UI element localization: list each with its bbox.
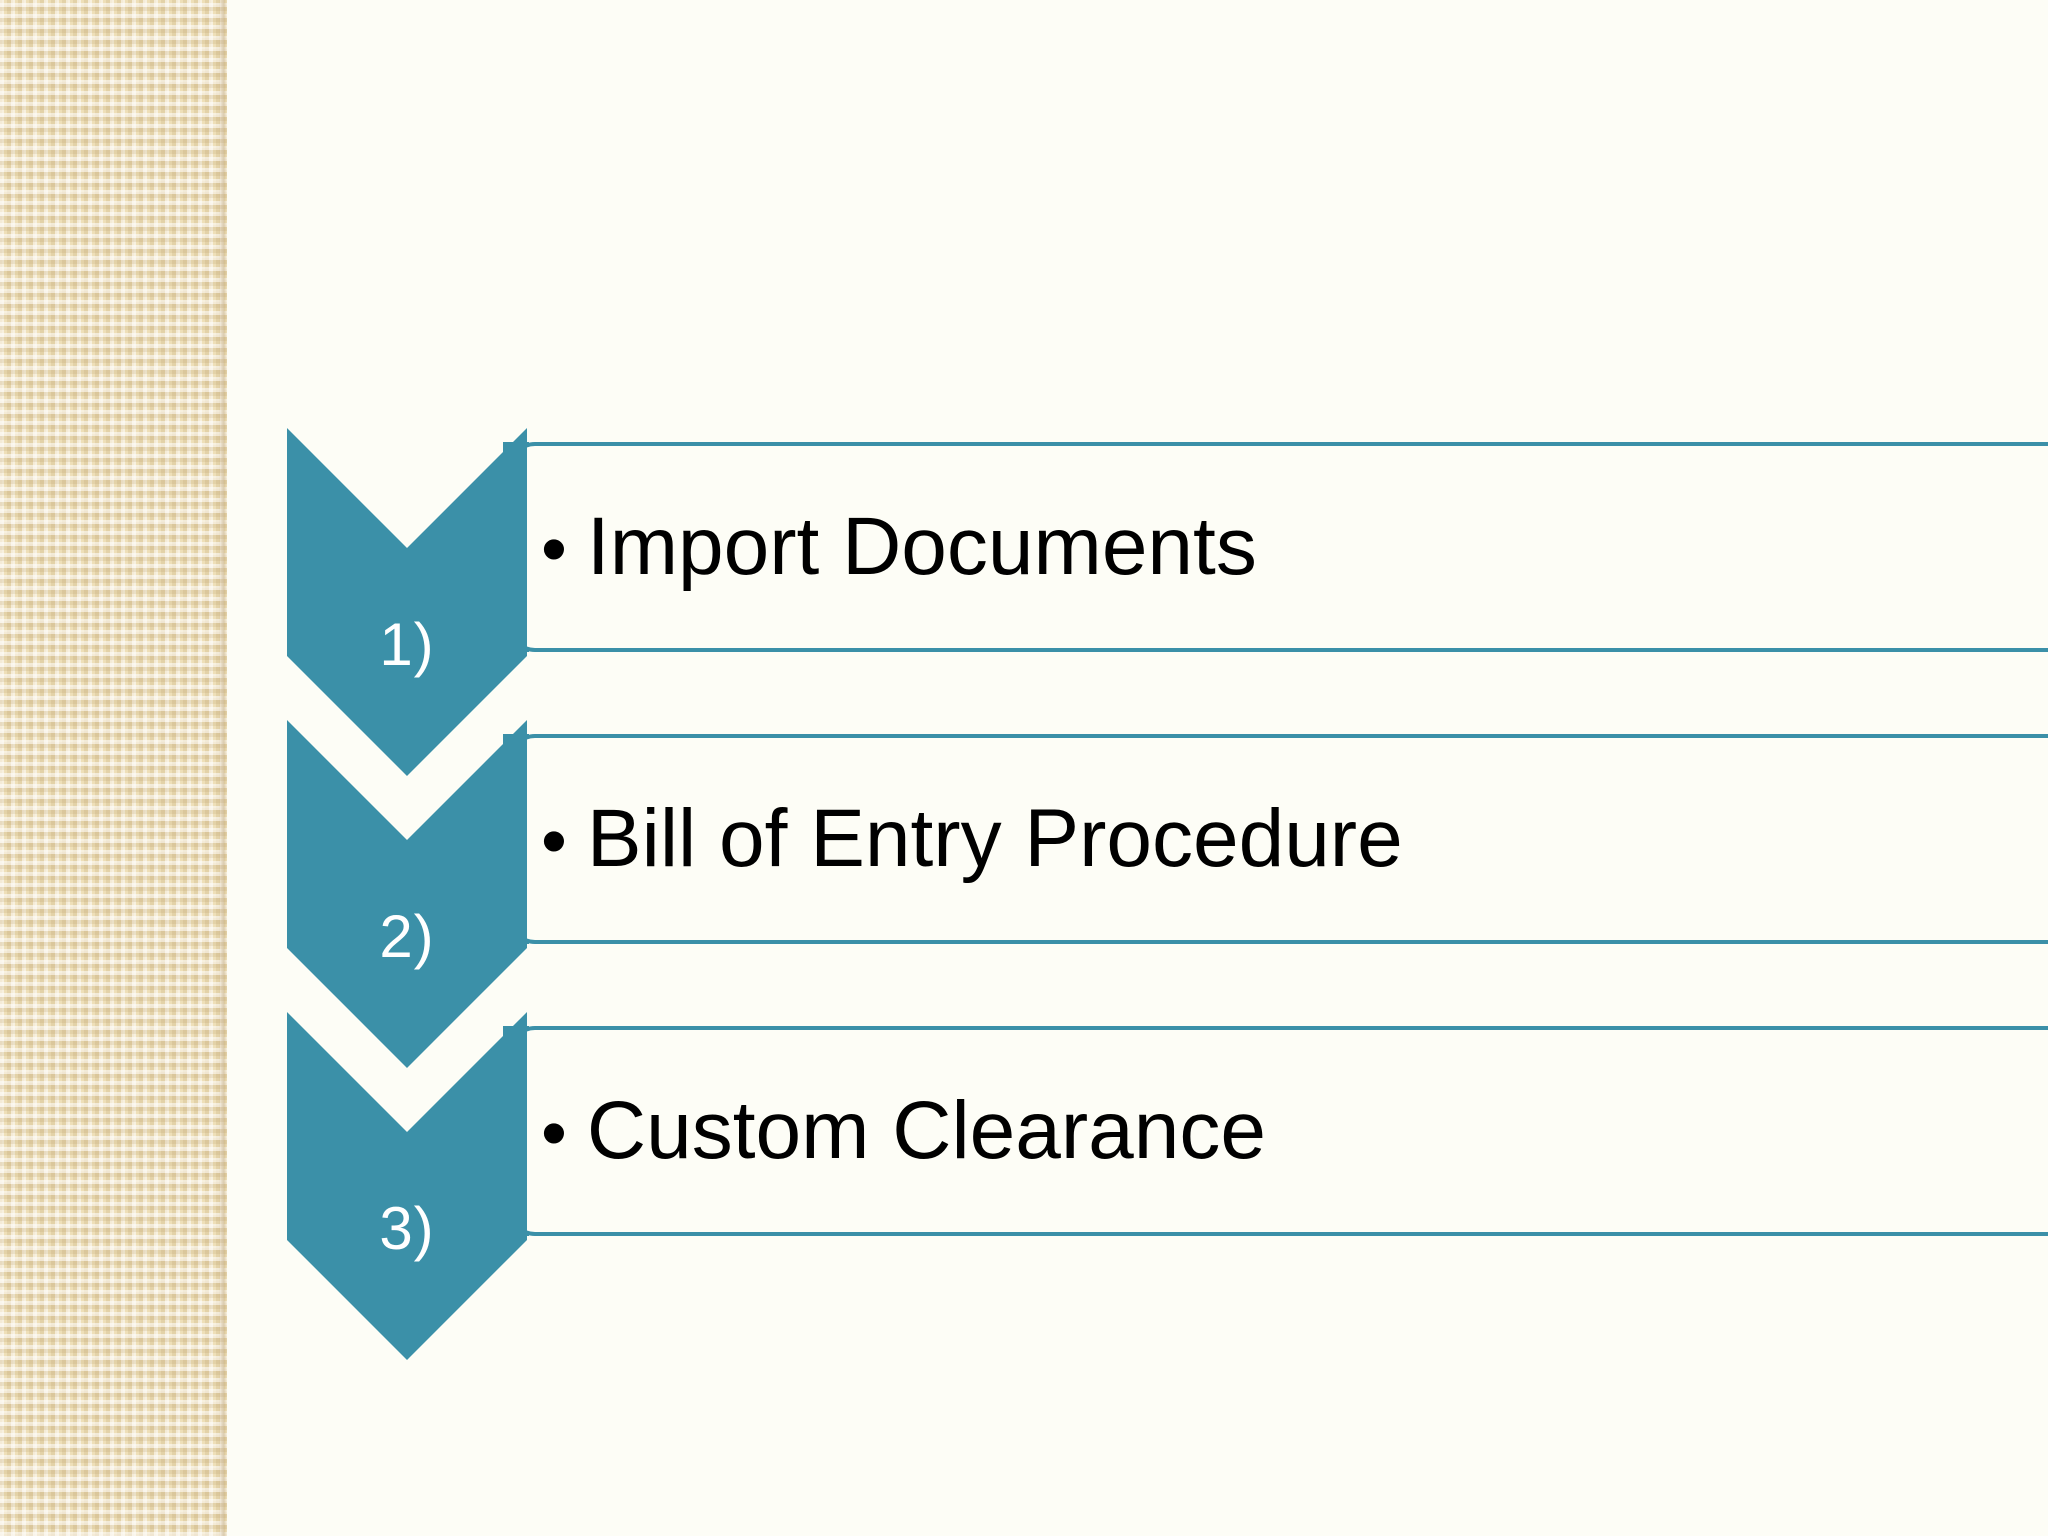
- process-step-row: • Import Documents 1): [287, 428, 2048, 776]
- process-step-row: • Custom Clearance 3): [287, 1012, 2048, 1360]
- bullet-icon: •: [541, 1090, 567, 1174]
- chevron-down-icon[interactable]: [287, 1012, 527, 1360]
- step-label: Custom Clearance: [586, 1084, 1266, 1176]
- process-step-row: • Bill of Entry Procedure 2): [287, 720, 2048, 1068]
- step-textbox[interactable]: • Bill of Entry Procedure: [509, 734, 2048, 944]
- bullet-line: • Bill of Entry Procedure: [513, 792, 1403, 884]
- step-label: Import Documents: [586, 500, 1257, 592]
- decorative-left-band-edge: [219, 0, 227, 1536]
- bullet-icon: •: [541, 798, 567, 882]
- process-list: • Import Documents 1) • Bill of Entry Pr…: [287, 428, 2048, 1360]
- step-textbox[interactable]: • Import Documents: [509, 442, 2048, 652]
- bullet-line: • Custom Clearance: [513, 1084, 1266, 1176]
- step-label: Bill of Entry Procedure: [586, 792, 1403, 884]
- step-textbox[interactable]: • Custom Clearance: [509, 1026, 2048, 1236]
- bullet-icon: •: [541, 506, 567, 590]
- bullet-line: • Import Documents: [513, 500, 1257, 592]
- decorative-left-band: [0, 0, 227, 1536]
